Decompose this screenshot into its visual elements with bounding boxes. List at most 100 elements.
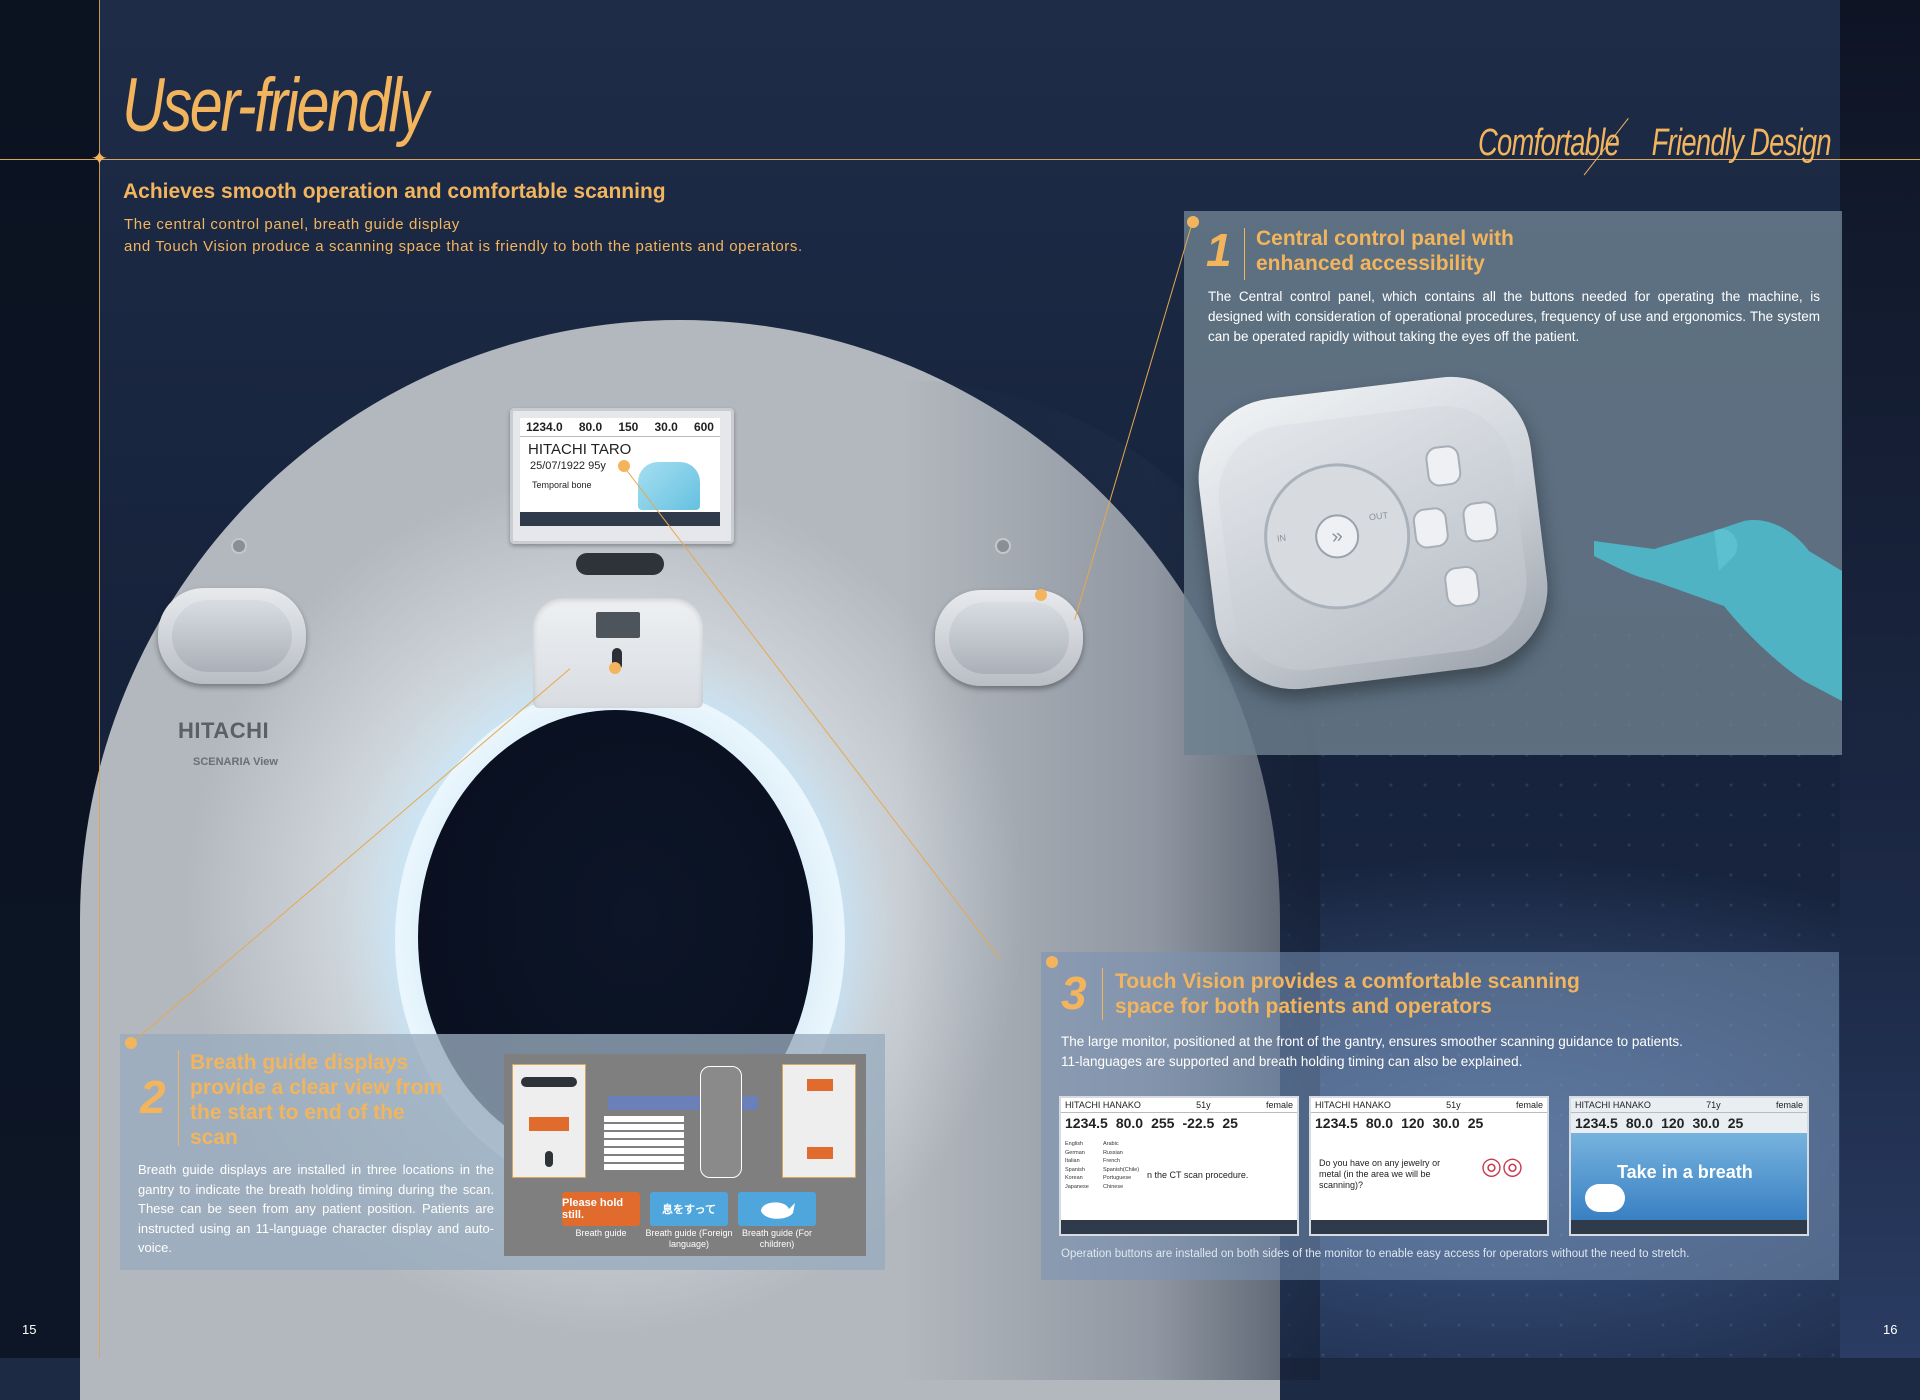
feature-body: The large monitor, positioned at the fro… <box>1061 1032 1821 1072</box>
language-list: English German Italian Spanish Korean Ja… <box>1065 1140 1143 1192</box>
control-pad-left <box>158 588 306 684</box>
cloud-icon <box>1585 1184 1625 1212</box>
control-pad-right <box>935 590 1083 686</box>
language-item: Chinese <box>1103 1183 1124 1190</box>
intro-text: The central control panel, breath guide … <box>124 214 803 258</box>
intro-line: The central control panel, breath guide … <box>124 216 460 233</box>
screen-footer-bar <box>1571 1220 1807 1234</box>
screen-footer-bar <box>1061 1220 1297 1234</box>
tile-caption: Breath guide (Foreign language) <box>645 1228 733 1249</box>
feature-panel-touch-vision: 3 Touch Vision provides a comfortable sc… <box>1041 952 1839 1280</box>
monitor-readout: 80.0 <box>578 420 603 434</box>
control-pad-face <box>949 602 1069 674</box>
control-dial: » IN OUT <box>1255 455 1419 618</box>
feature-body-line: 11-languages are supported and breath ho… <box>1061 1054 1523 1069</box>
page-title: User-friendly <box>122 63 429 148</box>
leader-dot <box>618 460 630 472</box>
screen-patient-name: HITACHI HANAKO <box>1575 1100 1651 1110</box>
screen-readouts: 1234.5 80.0 120 30.0 25 <box>1571 1113 1807 1133</box>
control-panel-face: » IN OUT <box>1210 397 1535 679</box>
monitor-readouts: 1234.0 80.0 150 30.0 600 <box>520 418 720 437</box>
language-item: French <box>1103 1158 1121 1165</box>
screw-icon <box>231 538 247 554</box>
guide-indicator <box>521 1077 577 1087</box>
screen-readout: 25 <box>1727 1115 1744 1131</box>
control-pad-face <box>172 600 292 672</box>
screen-message: n the CT scan procedure. <box>1147 1170 1249 1180</box>
feature-title: Touch Vision provides a comfortable scan… <box>1115 969 1580 1019</box>
screen-readout: 80.0 <box>1115 1115 1144 1131</box>
breath-guide-window <box>596 612 640 638</box>
screen-patient-age: 51y <box>1196 1100 1211 1110</box>
gantry-model: SCENARIA View <box>193 756 278 768</box>
tile-caption: Breath guide <box>575 1228 627 1238</box>
screen-readout: 30.0 <box>1692 1115 1720 1131</box>
screen-footer-bar <box>1311 1220 1547 1234</box>
screen-readout: 120 <box>1401 1115 1425 1131</box>
monitor-patient-birth: 25/07/1922 95y <box>530 460 606 472</box>
screen-patient-age: 71y <box>1706 1100 1721 1110</box>
monitor-readout: 150 <box>618 420 639 434</box>
screen-readouts: 1234.5 80.0 120 30.0 25 <box>1311 1113 1547 1133</box>
screen-readout: -22.5 <box>1182 1115 1215 1131</box>
screen-readouts: 1234.5 80.0 255 -22.5 25 <box>1061 1113 1297 1133</box>
panel-button <box>1442 564 1482 609</box>
breath-guide-tile: 息をすって <box>650 1192 728 1226</box>
guide-screen <box>529 1117 569 1131</box>
panel-button <box>1424 444 1463 488</box>
feature-title-line: the start to end of the <box>190 1101 405 1124</box>
guide-screen <box>807 1147 833 1159</box>
feature-title-line: Central control panel with <box>1256 227 1514 250</box>
guide-location-box <box>512 1064 586 1178</box>
monitor-footer-bar <box>520 512 720 526</box>
feature-number: 3 <box>1061 967 1087 1019</box>
frame-vertical-line <box>99 0 100 1358</box>
feature-title-line: scan <box>190 1126 238 1149</box>
dial-label-in: IN <box>1276 532 1287 544</box>
language-item: English <box>1065 1141 1084 1147</box>
dial-label-out: OUT <box>1368 510 1389 523</box>
screen-readout: 1234.5 <box>1065 1115 1108 1131</box>
monitor-scan-region: Temporal bone <box>532 480 592 490</box>
tile-caption: Breath guide (For children) <box>741 1228 813 1249</box>
feature-footnote: Operation buttons are installed on both … <box>1061 1248 1690 1260</box>
screen-patient-header: HITACHI HANAKO 71y female <box>1571 1098 1807 1113</box>
screen-patient-name: HITACHI HANAKO <box>1315 1100 1391 1110</box>
feature-title-line: Touch Vision provides a comfortable scan… <box>1115 970 1580 993</box>
breath-guide-illustration: Please hold still. 息をすって Breath guide Br… <box>504 1054 866 1256</box>
breath-guide-slot <box>612 648 622 670</box>
feature-number: 2 <box>140 1071 166 1123</box>
page-number-left: 15 <box>22 1322 37 1337</box>
screw-icon <box>995 538 1011 554</box>
gantry-brand: HITACHI <box>178 718 270 743</box>
feature-title: Breath guide displays provide a clear vi… <box>190 1050 465 1150</box>
leader-dot <box>1187 216 1199 228</box>
language-item: Arabic <box>1103 1141 1119 1147</box>
panel-button <box>1411 505 1451 550</box>
gantry-monitor-screen: 1234.0 80.0 150 30.0 600 HITACHI TARO 25… <box>520 418 720 526</box>
screen-patient-header: HITACHI HANAKO 51y female <box>1061 1098 1297 1113</box>
feature-panel-breath-guide: 2 Breath guide displays provide a clear … <box>120 1034 885 1270</box>
whale-icon <box>738 1192 816 1226</box>
leader-dot <box>125 1037 137 1049</box>
language-item: Japanese <box>1065 1183 1089 1190</box>
whale-shape <box>761 1202 795 1219</box>
screen-readout: 255 <box>1151 1115 1175 1131</box>
tagline-right: Friendly Design <box>1651 122 1832 164</box>
gantry-indicator-bar <box>576 553 664 575</box>
screen-readout: 25 <box>1467 1115 1484 1131</box>
section-subhead: Achieves smooth operation and comfortabl… <box>123 180 666 203</box>
feature-divider <box>178 1050 179 1146</box>
screen-patient-name: HITACHI HANAKO <box>1065 1100 1141 1110</box>
screen-readout: 1234.5 <box>1575 1115 1618 1131</box>
table-base <box>604 1116 684 1170</box>
screen-message: Take in a breath <box>1617 1162 1753 1182</box>
screen-readout: 1234.5 <box>1315 1115 1358 1131</box>
touch-vision-screen: HITACHI HANAKO 51y female 1234.5 80.0 25… <box>1059 1096 1299 1236</box>
feature-title-line: enhanced accessibility <box>1256 252 1485 275</box>
tagline: Comfortable Friendly Design <box>1478 122 1832 165</box>
leader-dot <box>1046 956 1058 968</box>
language-item: Spanish <box>1065 1166 1085 1173</box>
feature-number: 1 <box>1206 224 1232 276</box>
gantry-monitor: 1234.0 80.0 150 30.0 600 HITACHI TARO 25… <box>510 408 734 544</box>
